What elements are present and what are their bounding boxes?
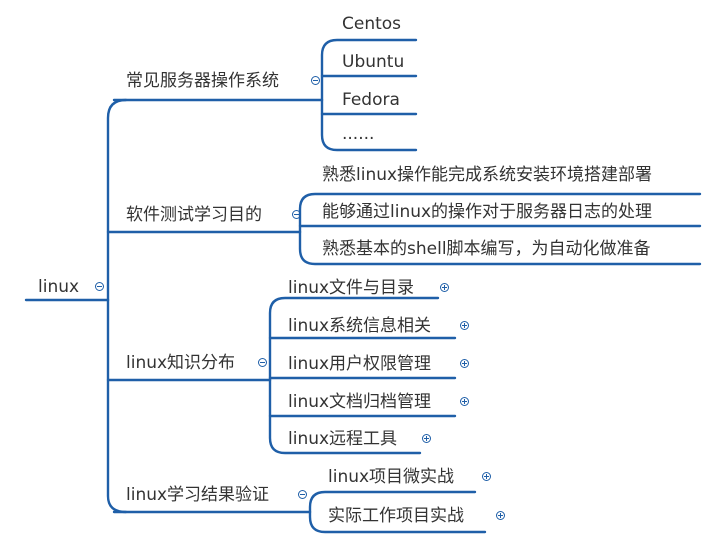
- leaf-label[interactable]: linux文档归档管理: [288, 392, 432, 412]
- collapse-icon[interactable]: [311, 76, 320, 85]
- collapse-icon[interactable]: [95, 282, 104, 291]
- leaf-label[interactable]: 能够通过linux的操作对于服务器日志的处理: [322, 202, 653, 222]
- leaf-label[interactable]: 熟悉基本的shell脚本编写，为自动化做准备: [322, 239, 651, 259]
- leaf-label[interactable]: linux系统信息相关: [288, 316, 432, 336]
- branch-label[interactable]: linux学习结果验证: [126, 485, 270, 505]
- collapse-icon[interactable]: [258, 358, 267, 367]
- expand-icon[interactable]: [460, 359, 469, 368]
- expand-icon[interactable]: [460, 321, 469, 330]
- leaf-label[interactable]: Ubuntu: [342, 52, 405, 72]
- branch-label[interactable]: 常见服务器操作系统: [126, 71, 279, 91]
- leaf-label[interactable]: 熟悉linux操作能完成系统安装环境搭建部署: [322, 165, 653, 185]
- leaf-label[interactable]: Fedora: [342, 90, 400, 110]
- leaf-label[interactable]: linux用户权限管理: [288, 354, 432, 374]
- branch-label[interactable]: 软件测试学习目的: [126, 205, 262, 225]
- branch-label[interactable]: linux知识分布: [126, 353, 236, 373]
- leaf-label[interactable]: linux项目微实战: [328, 467, 455, 487]
- leaf-label[interactable]: linux远程工具: [288, 429, 398, 449]
- expand-icon[interactable]: [422, 434, 431, 443]
- leaf-label[interactable]: 实际工作项目实战: [328, 506, 464, 526]
- expand-icon[interactable]: [440, 283, 449, 292]
- expand-icon[interactable]: [460, 397, 469, 406]
- leaf-label[interactable]: ......: [342, 124, 375, 144]
- root-node-label[interactable]: linux: [38, 277, 80, 297]
- expand-icon[interactable]: [496, 511, 505, 520]
- leaf-label[interactable]: Centos: [342, 14, 402, 34]
- collapse-icon[interactable]: [298, 490, 307, 499]
- collapse-icon[interactable]: [292, 210, 301, 219]
- leaf-label[interactable]: linux文件与目录: [288, 278, 415, 298]
- expand-icon[interactable]: [482, 472, 491, 481]
